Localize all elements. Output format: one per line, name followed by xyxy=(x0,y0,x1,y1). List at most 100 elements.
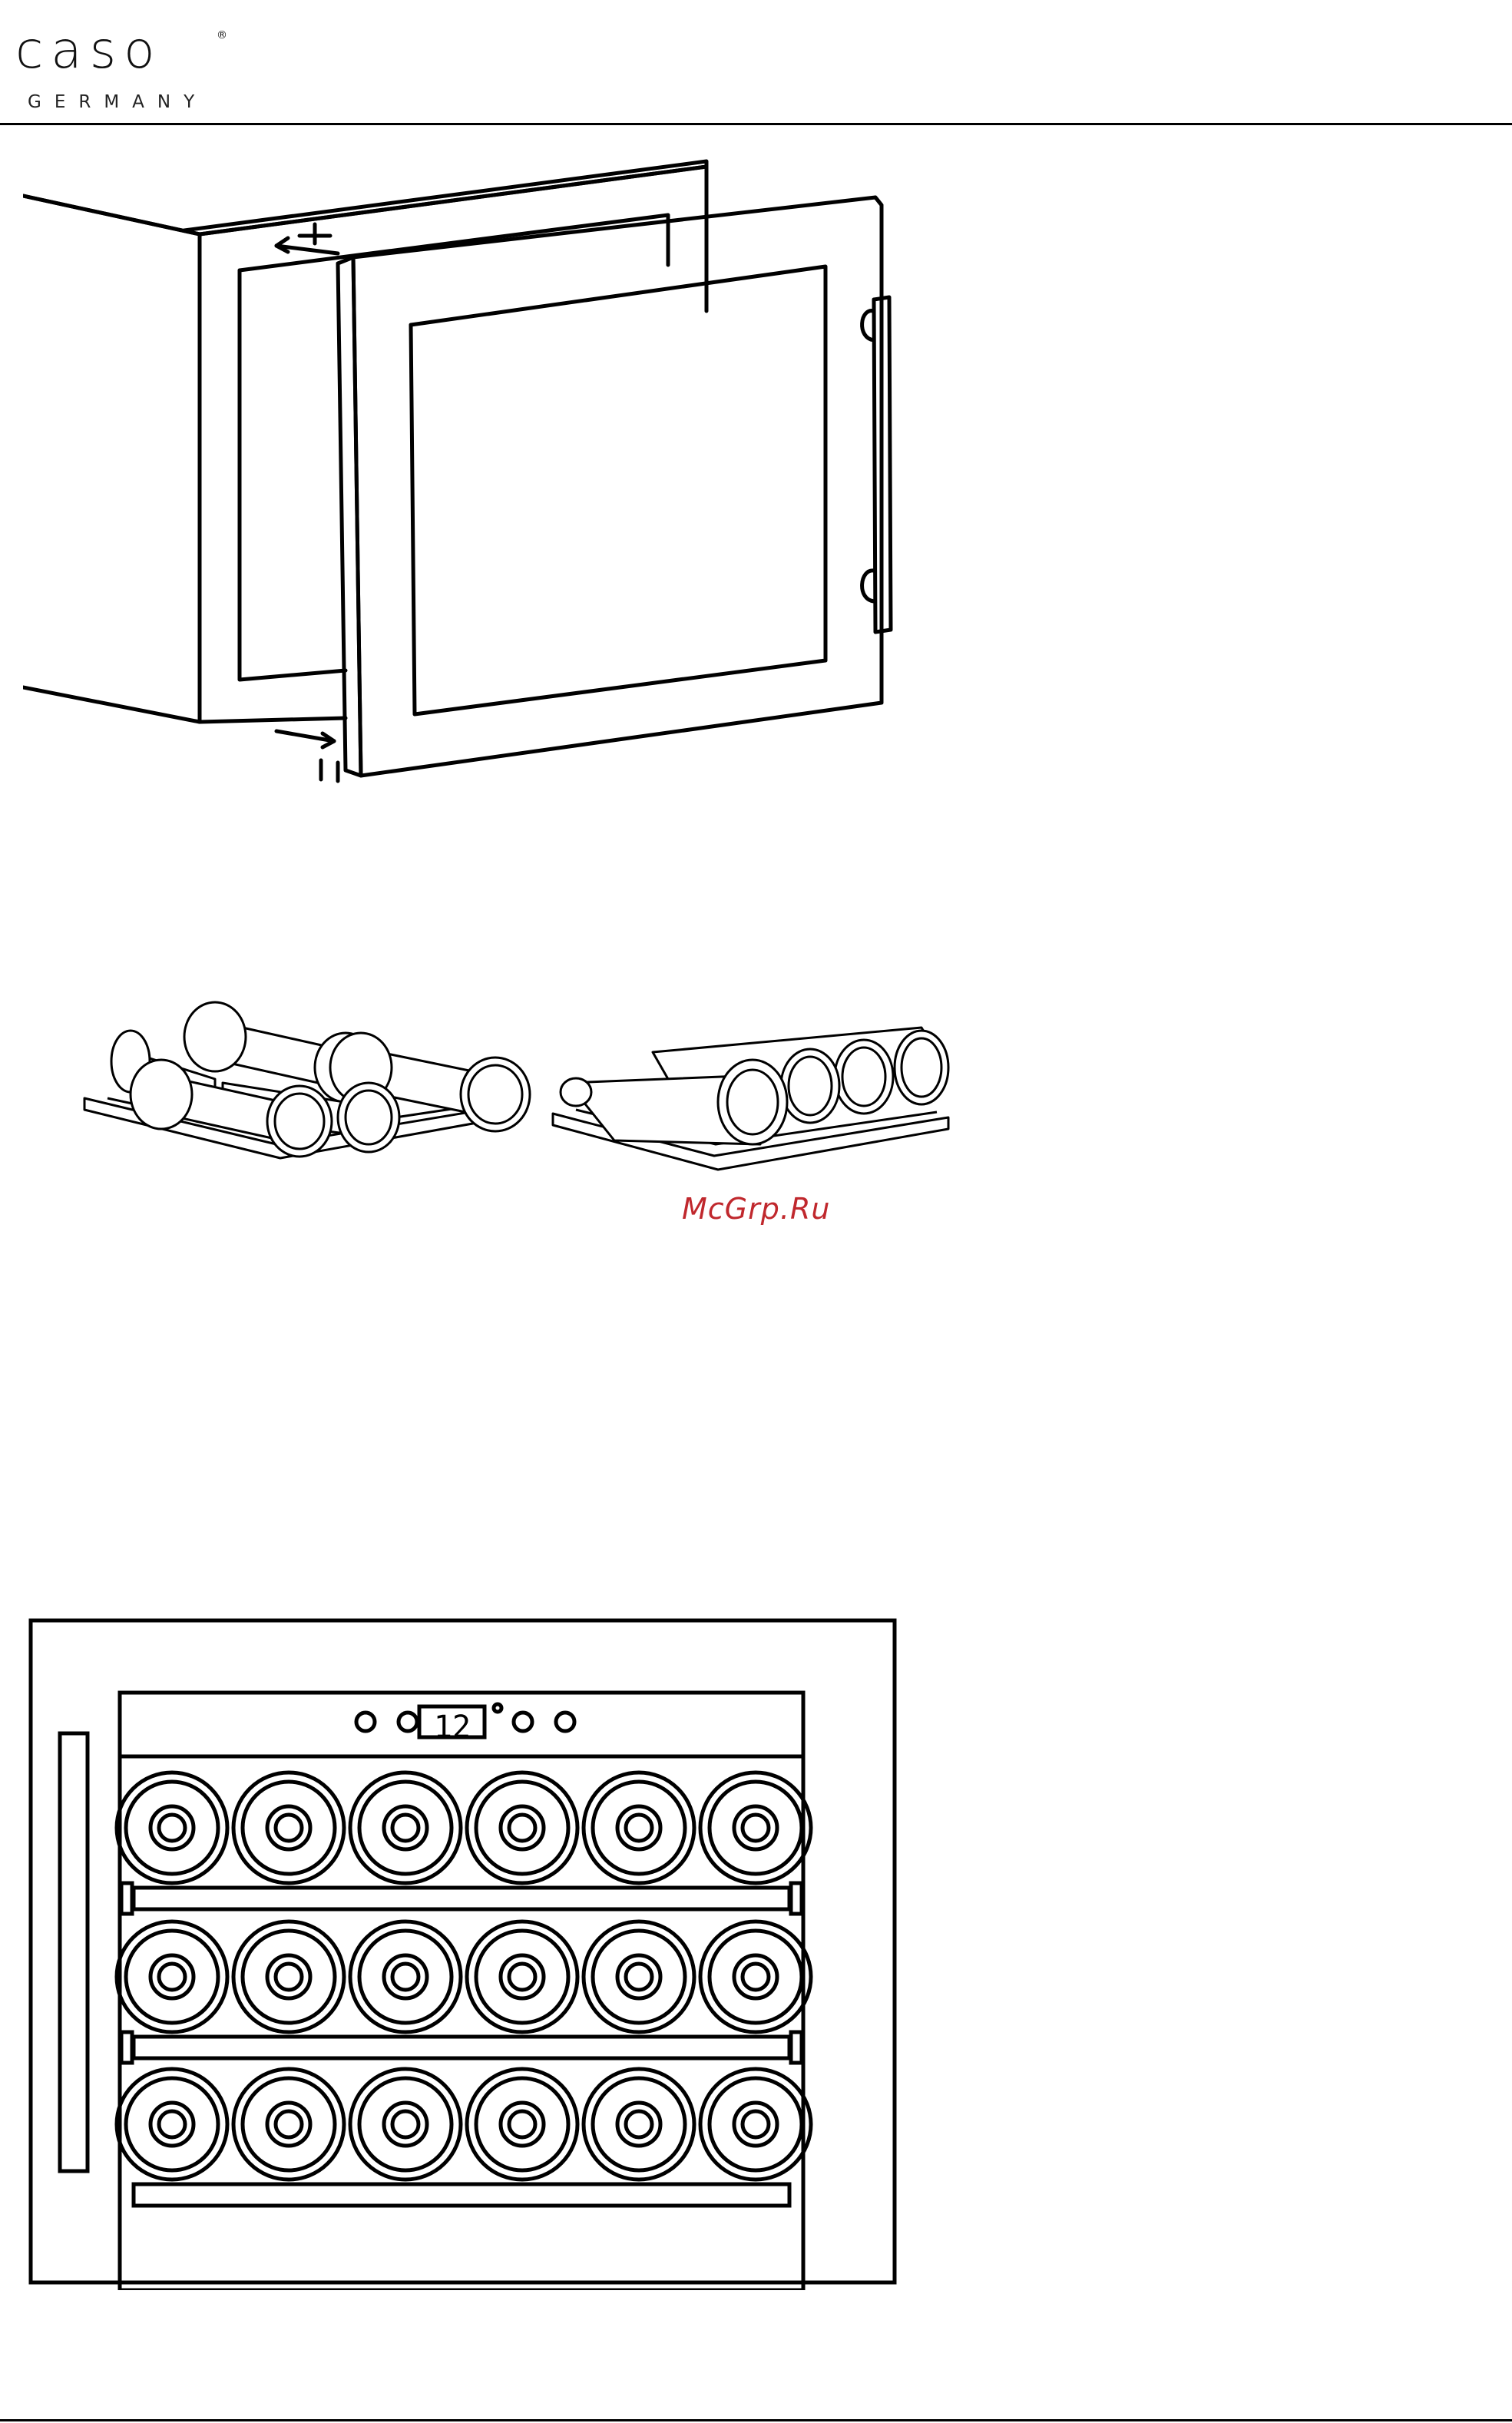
bottle-rim xyxy=(359,1782,452,1874)
bottle-rim xyxy=(593,1782,685,1874)
bottle-row xyxy=(117,1922,811,2063)
shelf-clip-right xyxy=(791,2032,802,2063)
bottle-neck xyxy=(617,1955,660,1998)
bottle-neck xyxy=(501,1806,544,1849)
bottle-neck xyxy=(384,2103,427,2146)
bottle-rim xyxy=(243,1931,335,2023)
bottle-outline xyxy=(700,1922,811,2032)
bottle-cork xyxy=(392,1964,419,1990)
bottle-cork xyxy=(159,1964,185,1990)
bottle-neck xyxy=(267,1806,310,1849)
control-button-2 xyxy=(399,1713,417,1731)
shelf-rail xyxy=(134,2184,789,2206)
bottle-rim xyxy=(710,1782,802,1874)
control-button-4 xyxy=(556,1713,574,1731)
bottle-outline xyxy=(350,2069,461,2180)
brand-logo-wordmark: caso ® xyxy=(15,22,238,91)
bottle-neck xyxy=(151,1806,194,1849)
bottle-outline xyxy=(700,1773,811,1883)
bottle-cork xyxy=(276,2111,302,2137)
bottle-neck xyxy=(267,2103,310,2146)
front-handle xyxy=(60,1733,88,2171)
bottle-cork xyxy=(509,1964,535,1990)
shelf-clip-left xyxy=(121,1883,132,1914)
bottle-cork xyxy=(392,1815,419,1841)
bottle-row xyxy=(117,2069,811,2206)
bottle-outline xyxy=(467,1922,577,2032)
bottle-cork xyxy=(743,2111,769,2137)
bottle-outline xyxy=(117,1922,227,2032)
header-rule xyxy=(0,123,1512,125)
bottle-rim xyxy=(476,2078,568,2170)
bottle-outline xyxy=(467,1773,577,1883)
bottle-outline xyxy=(350,1773,461,1883)
bottle-rim xyxy=(593,2078,685,2170)
bottle-outline xyxy=(233,1922,344,2032)
bottle-rim xyxy=(126,1931,218,2023)
bottle-outline xyxy=(467,2069,577,2180)
bottle-neck xyxy=(617,1806,660,1849)
bottle-cork xyxy=(509,1815,535,1841)
bottle-outline xyxy=(117,2069,227,2180)
bottle-rim xyxy=(359,1931,452,2023)
bottle-neck xyxy=(384,1806,427,1849)
bottle-outline xyxy=(700,2069,811,2180)
bottle-rim xyxy=(126,1782,218,1874)
bottle-neck xyxy=(617,2103,660,2146)
bottle-row xyxy=(117,1773,811,1914)
bottle-neck xyxy=(267,1955,310,1998)
bottle-rim xyxy=(243,1782,335,1874)
brand-sub: GERMANY xyxy=(28,92,207,112)
bottle-neck xyxy=(734,1955,777,1998)
bottle-cork xyxy=(392,2111,419,2137)
shelf-rail xyxy=(134,1888,789,1909)
bottle-rim xyxy=(476,1782,568,1874)
temperature-display: 12 xyxy=(434,1710,471,1745)
bottle-neck xyxy=(734,2103,777,2146)
bottle-outline xyxy=(584,1922,694,2032)
door-mounting-diagram xyxy=(23,150,906,803)
watermark: McGrp.Ru xyxy=(682,1192,830,1226)
shelf-clip-left xyxy=(121,2032,132,2063)
bottle-rim xyxy=(710,1931,802,2023)
shelf-clip-right xyxy=(791,1883,802,1914)
bottle-neck xyxy=(151,1955,194,1998)
bottle-cork xyxy=(743,1815,769,1841)
brand-registered-mark: ® xyxy=(217,29,227,41)
bottle-neck xyxy=(501,1955,544,1998)
bottle-outline xyxy=(233,2069,344,2180)
control-button-3 xyxy=(514,1713,532,1731)
bottle-cork xyxy=(509,2111,535,2137)
bottle-cork xyxy=(626,1815,652,1841)
wine-shelf-bottles-diagram xyxy=(77,991,960,1190)
bottle-cork xyxy=(626,1964,652,1990)
bottle-rows xyxy=(117,1773,811,2206)
bottle-rim xyxy=(710,2078,802,2170)
bottle-neck xyxy=(384,1955,427,1998)
brand-wordmark: caso xyxy=(15,22,163,80)
bottle-rim xyxy=(593,1931,685,2023)
bottle-outline xyxy=(584,2069,694,2180)
bottle-outline xyxy=(350,1922,461,2032)
bottle-outline xyxy=(584,1773,694,1883)
bottle-outline xyxy=(117,1773,227,1883)
wine-cooler-front-diagram: 12 xyxy=(28,1614,899,2290)
degree-indicator xyxy=(494,1704,501,1712)
bottle-rim xyxy=(359,2078,452,2170)
bottle-cork xyxy=(276,1964,302,1990)
bottle-cork xyxy=(159,2111,185,2137)
bottle-rim xyxy=(243,2078,335,2170)
bottle-neck xyxy=(151,2103,194,2146)
bottle-cork xyxy=(743,1964,769,1990)
bottle-cork xyxy=(626,2111,652,2137)
bottle-neck xyxy=(501,2103,544,2146)
bottle-neck xyxy=(734,1806,777,1849)
shelf-rail xyxy=(134,2037,789,2058)
footer-rule xyxy=(0,2419,1512,2421)
bottle-cork xyxy=(159,1815,185,1841)
bottle-outline xyxy=(233,1773,344,1883)
bottle-rim xyxy=(126,2078,218,2170)
bottle-rim xyxy=(476,1931,568,2023)
bottle-cork xyxy=(276,1815,302,1841)
control-button-1 xyxy=(356,1713,375,1731)
